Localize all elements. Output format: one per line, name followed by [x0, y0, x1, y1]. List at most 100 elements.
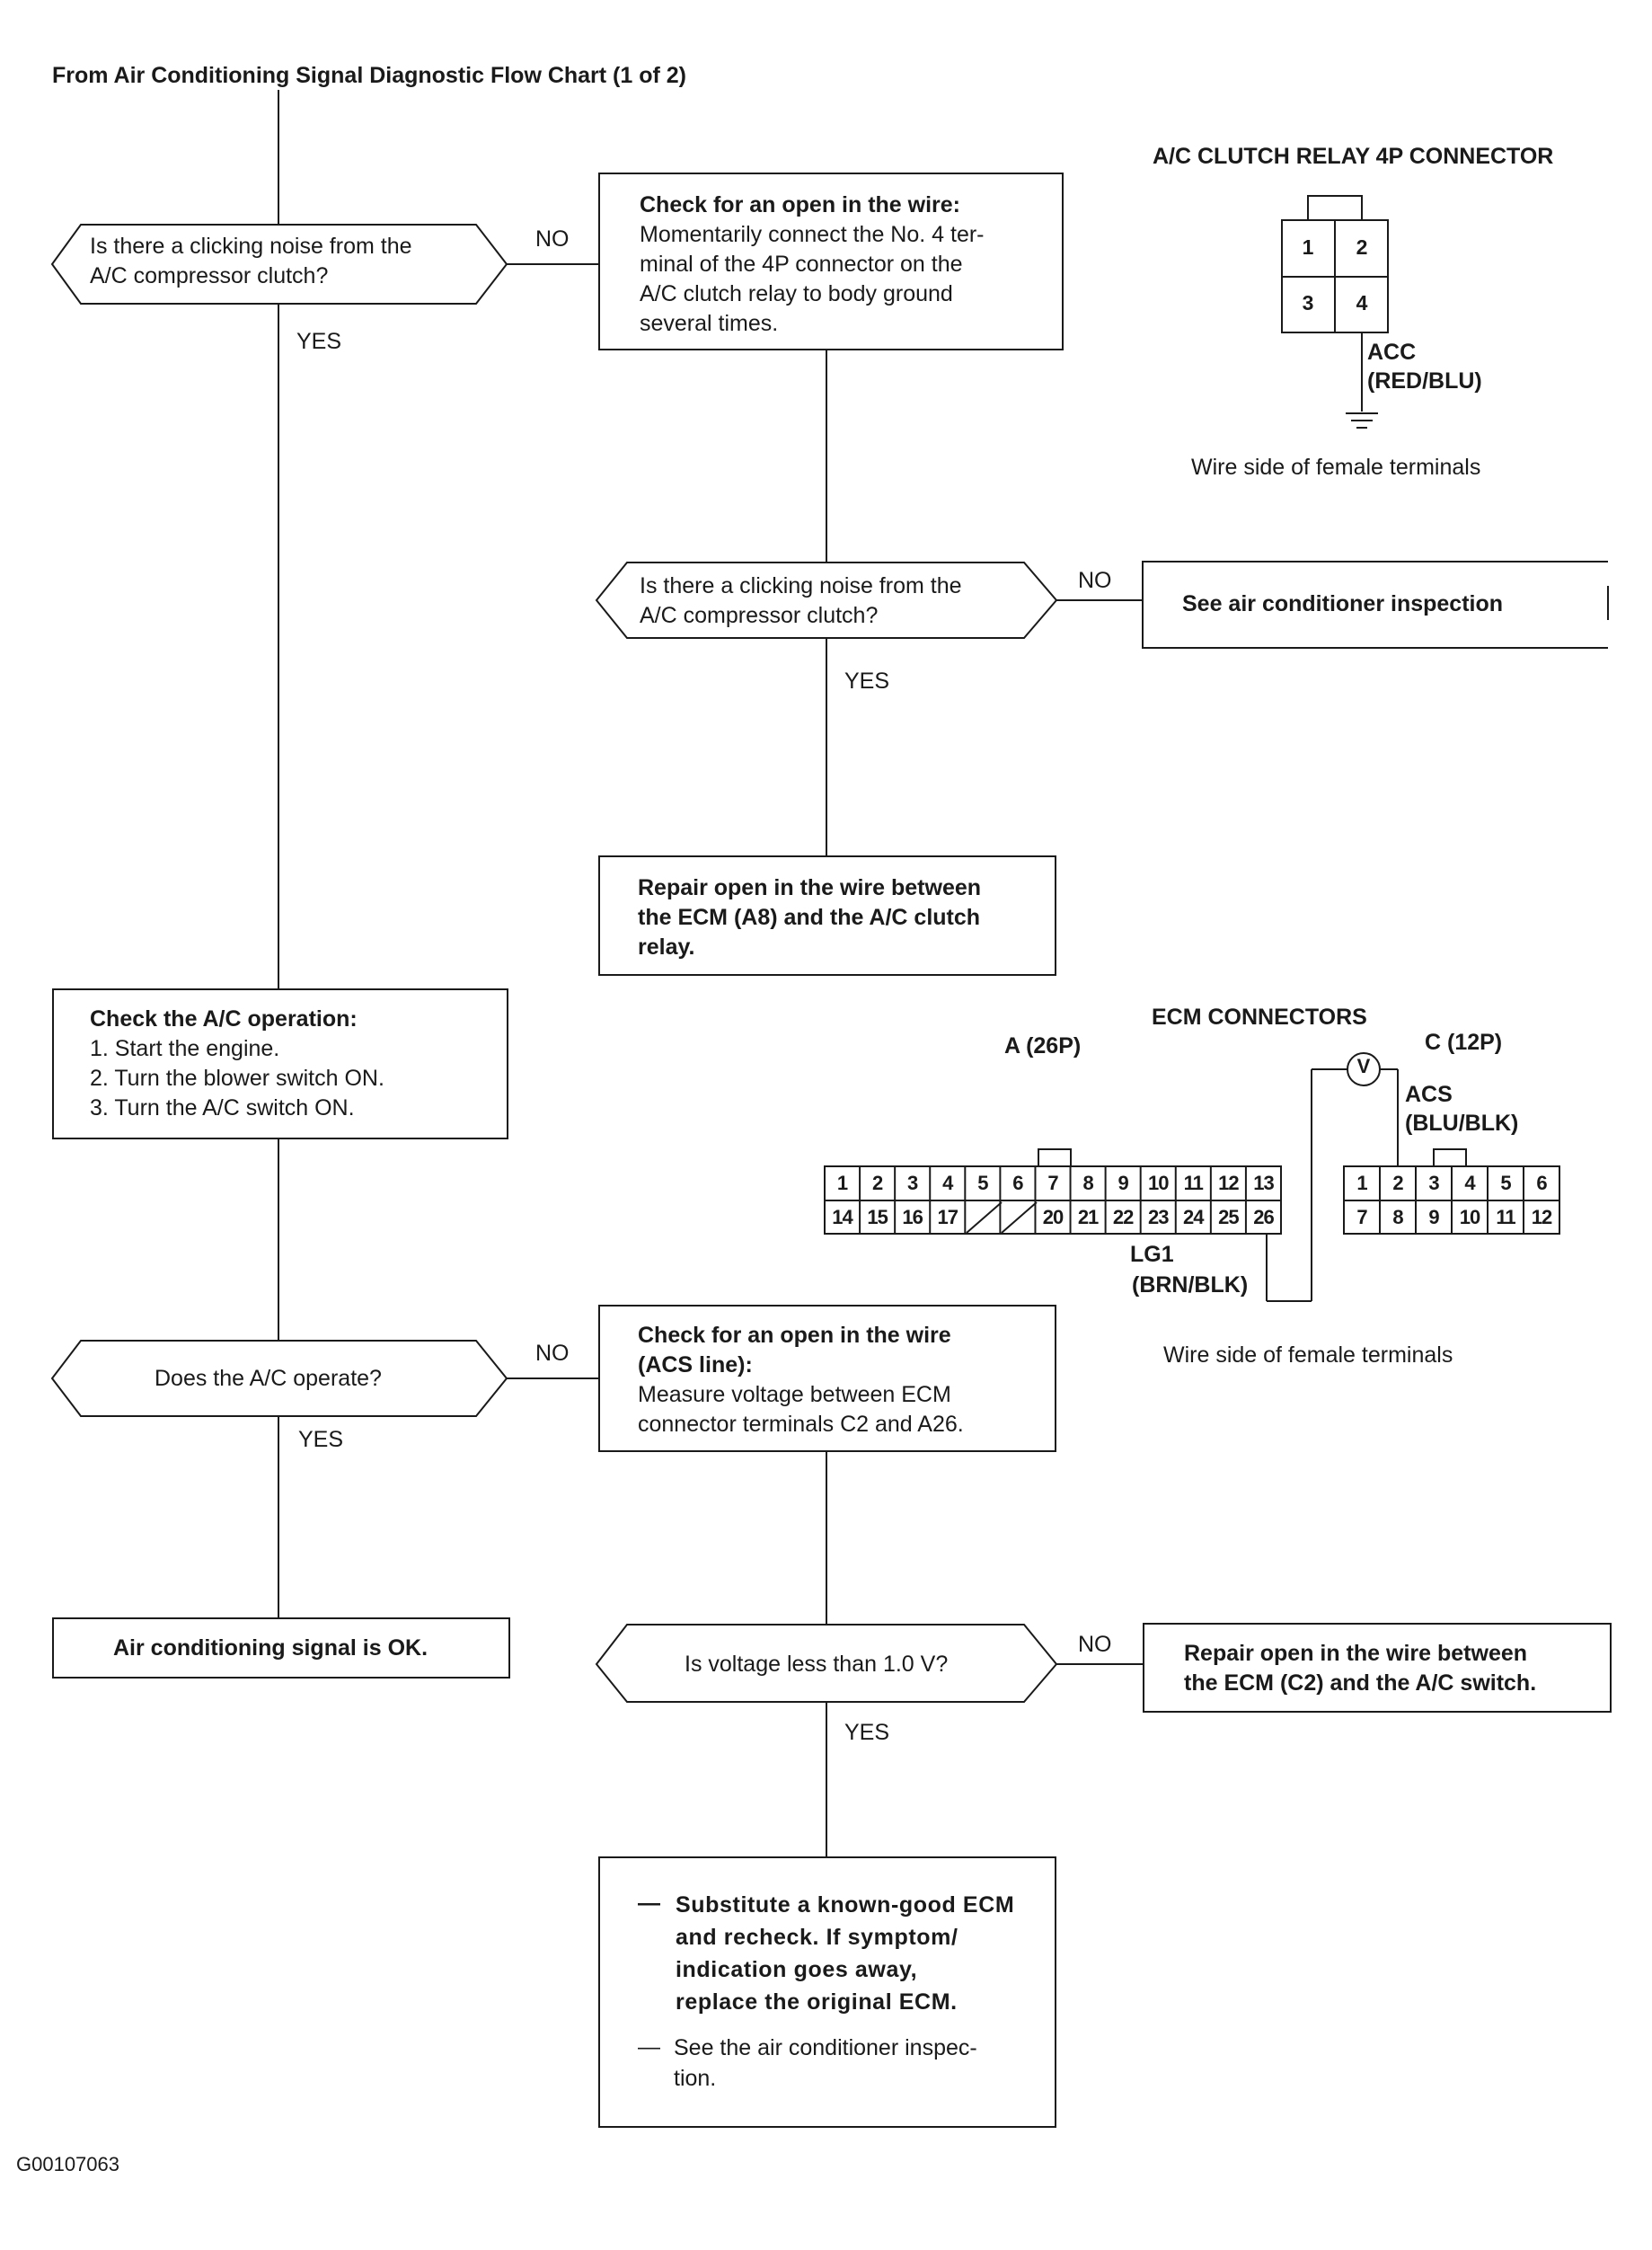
ecm-a-pin-23: 23	[1147, 1206, 1169, 1228]
ecm-c-pin-10: 10	[1459, 1206, 1480, 1228]
q1-line-2: A/C compressor clutch?	[90, 263, 329, 288]
check-ac-step: 1. Start the engine.	[90, 1036, 280, 1061]
q2-yes-label: YES	[844, 669, 890, 694]
ecm-a-pin-16: 16	[902, 1206, 923, 1228]
ecm-c-pin-6: 6	[1536, 1172, 1547, 1194]
substitute-line: replace the original ECM.	[676, 1989, 958, 2015]
ecm-connectors-title: ECM CONNECTORS	[1152, 1005, 1367, 1030]
see-inspection-text: See air conditioner inspection	[1182, 591, 1504, 616]
q2-line-2: A/C compressor clutch?	[640, 603, 879, 628]
relay-pin-2: 2	[1356, 235, 1368, 259]
relay-wire-color: (RED/BLU)	[1367, 368, 1482, 394]
repair-relay-line: relay.	[638, 935, 695, 960]
ecm-a-pin-1: 1	[836, 1172, 848, 1194]
q3-text: Does the A/C operate?	[155, 1366, 382, 1391]
ecm-a-pin-4: 4	[942, 1172, 953, 1194]
q2-no-label: NO	[1078, 568, 1112, 593]
relay-wire-name: ACC	[1367, 340, 1417, 365]
relay-pin-4: 4	[1356, 291, 1368, 314]
ok-text: Air conditioning signal is OK.	[113, 1635, 428, 1661]
ecm-c-pin-8: 8	[1392, 1206, 1403, 1228]
q1-line-1: Is there a clicking noise from the	[90, 234, 412, 259]
ecm-a-pin-13: 13	[1253, 1172, 1274, 1194]
substitute-line: Substitute a known-good ECM	[676, 1892, 1015, 1918]
check-open-box: Check for an open in the wire: Momentari…	[598, 173, 1064, 350]
ecm-c-pin-7: 7	[1356, 1206, 1367, 1228]
ecm-a-pin-17: 17	[937, 1206, 959, 1228]
ecm-c-pin-5: 5	[1500, 1172, 1511, 1194]
repair-relay-line: Repair open in the wire between	[638, 875, 982, 900]
ecm-a-pin-6: 6	[1012, 1172, 1023, 1194]
ecm-a-pin-3: 3	[907, 1172, 918, 1194]
ok-box: Air conditioning signal is OK.	[52, 1617, 510, 1679]
repair-switch-box: Repair open in the wire between the ECM …	[1143, 1623, 1612, 1713]
check-open-line: Momentarily connect the No. 4 ter-	[640, 222, 985, 247]
repair-switch-line: Repair open in the wire between	[1184, 1641, 1528, 1666]
repair-switch-line: the ECM (C2) and the A/C switch.	[1184, 1670, 1537, 1696]
relay-pin-1: 1	[1302, 235, 1314, 259]
ecm-c-pin-12: 12	[1531, 1206, 1552, 1228]
ecm-a-pin-2: 2	[871, 1172, 883, 1194]
substitute-dash-2: —	[638, 2034, 660, 2060]
q4-text: Is voltage less than 1.0 V?	[685, 1652, 949, 1677]
repair-relay-line: the ECM (A8) and the A/C clutch	[638, 905, 981, 930]
ecm-a-pin-26: 26	[1253, 1206, 1274, 1228]
ecm-a-pin-22: 22	[1112, 1206, 1134, 1228]
ecm-a-pin-10: 10	[1147, 1172, 1169, 1194]
ecm-a-pin-8: 8	[1082, 1172, 1093, 1194]
substitute-line: indication goes away,	[676, 1957, 918, 1982]
ecm-a-pin-15: 15	[867, 1206, 888, 1228]
check-acs-line: Measure voltage between ECM	[638, 1382, 951, 1407]
repair-relay-box: Repair open in the wire between the ECM …	[598, 855, 1056, 976]
ecm-a-pin-7: 7	[1047, 1172, 1058, 1194]
q4-no-label: NO	[1078, 1632, 1112, 1657]
check-acs-line: connector terminals C2 and A26.	[638, 1412, 964, 1437]
ecm-c-label: C (12P)	[1425, 1030, 1503, 1055]
ecm-c-pin-4: 4	[1464, 1172, 1475, 1194]
substitute-line: and recheck. If symptom/	[676, 1925, 959, 1950]
check-open-line: minal of the 4P connector on the	[640, 252, 963, 277]
q2-line-1: Is there a clicking noise from the	[640, 573, 962, 598]
relay-connector-title: A/C CLUTCH RELAY 4P CONNECTOR	[1153, 144, 1554, 169]
substitute-line: tion.	[674, 2066, 717, 2091]
substitute-line: See the air conditioner inspec-	[674, 2035, 977, 2060]
check-acs-box: Check for an open in the wire (ACS line)…	[598, 1305, 1056, 1452]
check-ac-step: 2. Turn the blower switch ON.	[90, 1066, 384, 1091]
q1-text: Is there a clicking noise from the A/C c…	[90, 232, 412, 291]
q3-yes-label: YES	[298, 1427, 344, 1452]
ecm-a-pin-24: 24	[1183, 1206, 1204, 1228]
ecm-a-pin-14: 14	[832, 1206, 853, 1228]
figure-code: G00107063	[16, 2153, 119, 2175]
q2-text: Is there a clicking noise from the A/C c…	[640, 571, 962, 631]
q4-yes-label: YES	[844, 1720, 890, 1745]
relay-caption: Wire side of female terminals	[1191, 455, 1481, 480]
q1-no-label: NO	[535, 226, 570, 252]
q1-yes-label: YES	[296, 329, 342, 354]
ecm-caption: Wire side of female terminals	[1163, 1342, 1453, 1368]
lg1-wire-color: (BRN/BLK)	[1132, 1272, 1249, 1298]
ecm-c-pin-9: 9	[1428, 1206, 1439, 1228]
ecm-a-pin-12: 12	[1218, 1172, 1239, 1194]
ecm-a-pin-25: 25	[1218, 1206, 1239, 1228]
substitute-box: — Substitute a known-good ECM and rechec…	[598, 1856, 1056, 2128]
page-title: From Air Conditioning Signal Diagnostic …	[52, 63, 687, 88]
ecm-a-pin-21: 21	[1077, 1206, 1099, 1228]
check-open-line: A/C clutch relay to body ground	[640, 281, 953, 306]
ecm-a-label: A (26P)	[1004, 1033, 1082, 1059]
voltmeter-icon: V	[1356, 1055, 1371, 1077]
ecm-a-pin-5: 5	[977, 1172, 988, 1194]
ecm-c-pin-2: 2	[1392, 1172, 1403, 1194]
ecm-c-pin-11: 11	[1496, 1206, 1515, 1228]
check-ac-box: Check the A/C operation: 1. Start the en…	[52, 988, 508, 1139]
lg1-wire-name: LG1	[1130, 1242, 1174, 1267]
ecm-c-pin-1: 1	[1356, 1172, 1367, 1194]
ecm-a-pin-11: 11	[1183, 1172, 1204, 1194]
check-acs-title: (ACS line):	[638, 1352, 753, 1377]
check-ac-step: 3. Turn the A/C switch ON.	[90, 1095, 355, 1121]
ecm-a-pin-9: 9	[1118, 1172, 1129, 1194]
substitute-dash-1: —	[638, 1891, 660, 1916]
ecm-c-pin-3: 3	[1428, 1172, 1439, 1194]
acs-wire-color: (BLU/BLK)	[1405, 1111, 1519, 1136]
check-open-title: Check for an open in the wire:	[640, 192, 960, 217]
